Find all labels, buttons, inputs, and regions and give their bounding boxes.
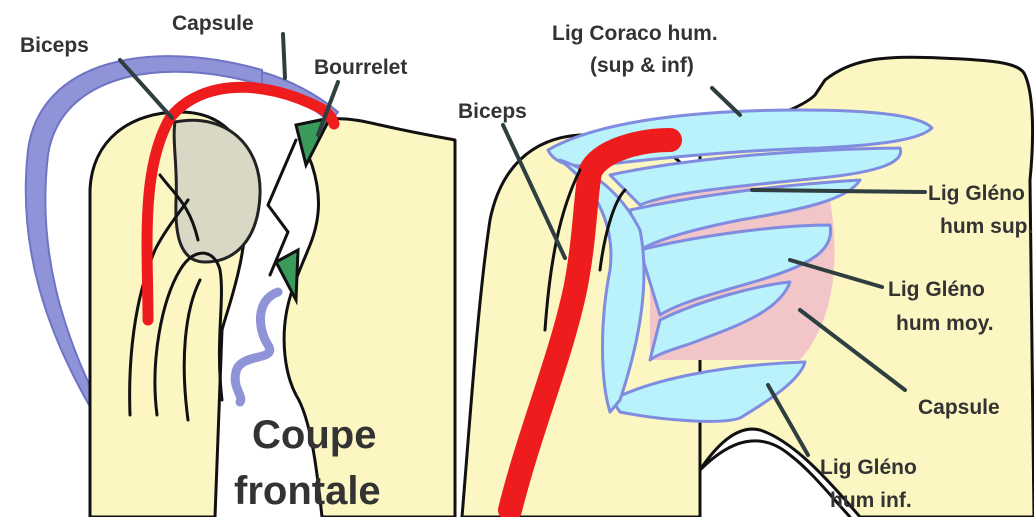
leader-lig-gleno-sup	[752, 190, 925, 192]
label-lig-gleno-moy-line1: Lig Gléno	[888, 278, 985, 301]
label-bourrelet: Bourrelet	[314, 56, 407, 79]
label-coupe: Coupe	[252, 413, 376, 457]
label-lig-gleno-inf-line1: Lig Gléno	[820, 456, 917, 479]
left-panel: Biceps Capsule Bourrelet Coupe frontale	[20, 12, 455, 517]
capsule-lower-fold	[235, 292, 278, 402]
label-frontale: frontale	[234, 469, 381, 513]
label-lig-coraco-line1: Lig Coraco hum.	[552, 22, 718, 45]
label-lig-coraco-line2: (sup & inf)	[590, 54, 694, 77]
label-biceps-right: Biceps	[458, 100, 527, 123]
humeral-head	[174, 120, 260, 262]
scapula-glenoid	[284, 119, 455, 517]
leader-capsule-left	[283, 34, 285, 78]
label-lig-gleno-moy-line2: hum moy.	[896, 312, 994, 335]
label-lig-gleno-sup-line1: Lig Gléno	[928, 182, 1025, 205]
label-capsule-left: Capsule	[172, 12, 254, 35]
right-panel: Lig Coraco hum. (sup & inf) Biceps Lig G…	[458, 22, 1034, 517]
label-lig-gleno-sup-line2: hum sup.	[940, 215, 1033, 238]
label-capsule-right: Capsule	[918, 396, 1000, 419]
label-lig-gleno-inf-line2: hum inf.	[830, 489, 912, 512]
label-biceps-left: Biceps	[20, 34, 89, 57]
